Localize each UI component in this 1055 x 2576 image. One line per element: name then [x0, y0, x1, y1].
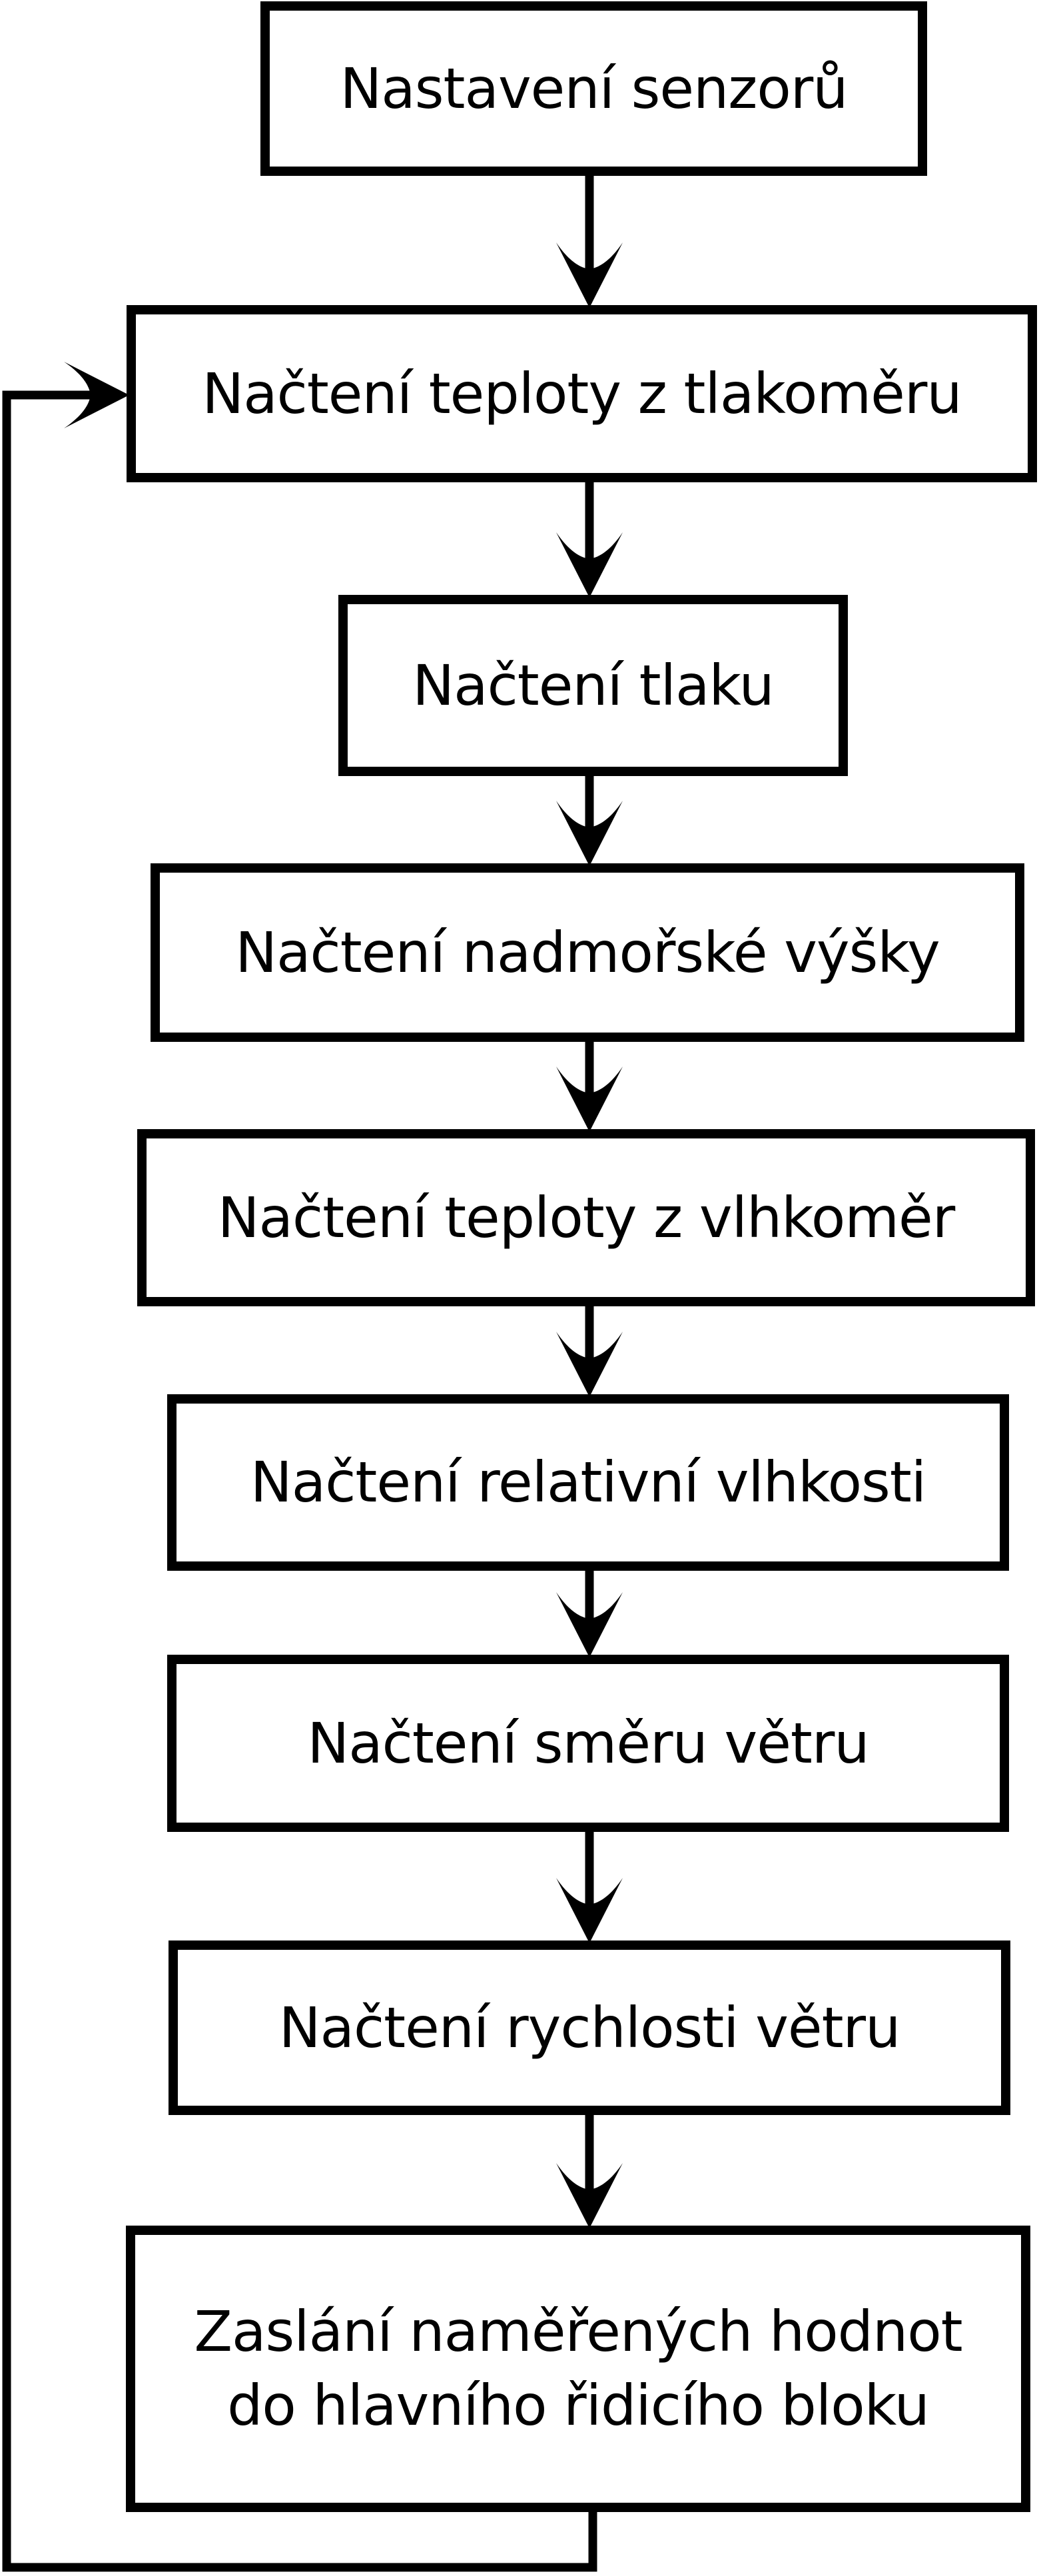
flow-step-5: Načtení teploty z vlhkoměr — [137, 1129, 1035, 1306]
flow-step-4-label: Načtení nadmořské výšky — [235, 919, 940, 985]
flow-step-8-label: Načtení rychlosti větru — [278, 1994, 901, 2060]
arrow-right-icon — [64, 362, 129, 428]
loop-back-line — [2, 390, 597, 2572]
arrow-down-icon — [556, 1878, 623, 1943]
flow-step-9-label: Zaslání naměřených hodnot do hlavního ři… — [194, 2299, 962, 2438]
flow-step-7: Načtení směru větru — [167, 1655, 1009, 1832]
flow-step-6-label: Načtení relativní vlhkosti — [250, 1450, 926, 1515]
flow-step-7-label: Načtení směru větru — [307, 1710, 869, 1776]
flow-step-6: Načtení relativní vlhkosti — [167, 1394, 1009, 1571]
flow-step-3: Načtení tlaku — [338, 595, 848, 776]
flow-step-3-label: Načtení tlaku — [412, 652, 774, 718]
arrow-down-icon — [556, 801, 623, 866]
arrow-down-icon — [556, 1067, 623, 1132]
flow-step-8: Načtení rychlosti větru — [169, 1940, 1010, 2115]
arrow-down-icon — [556, 242, 623, 308]
flow-step-9: Zaslání naměřených hodnot do hlavního ři… — [126, 2226, 1030, 2512]
arrow-down-icon — [556, 1332, 623, 1397]
flow-step-2-label: Načtení teploty z tlakoměru — [202, 360, 962, 426]
flow-step-2: Načtení teploty z tlakoměru — [127, 305, 1037, 482]
arrow-down-icon — [556, 532, 623, 598]
flow-step-1: Nastavení senzorů — [260, 1, 927, 176]
flow-step-4: Načtení nadmořské výšky — [151, 863, 1024, 1042]
arrow-down-icon — [556, 1592, 623, 1657]
arrow-down-icon — [556, 2163, 623, 2228]
flow-step-5-label: Načtení teploty z vlhkoměr — [217, 1184, 956, 1250]
flow-step-1-label: Nastavení senzorů — [340, 55, 848, 121]
